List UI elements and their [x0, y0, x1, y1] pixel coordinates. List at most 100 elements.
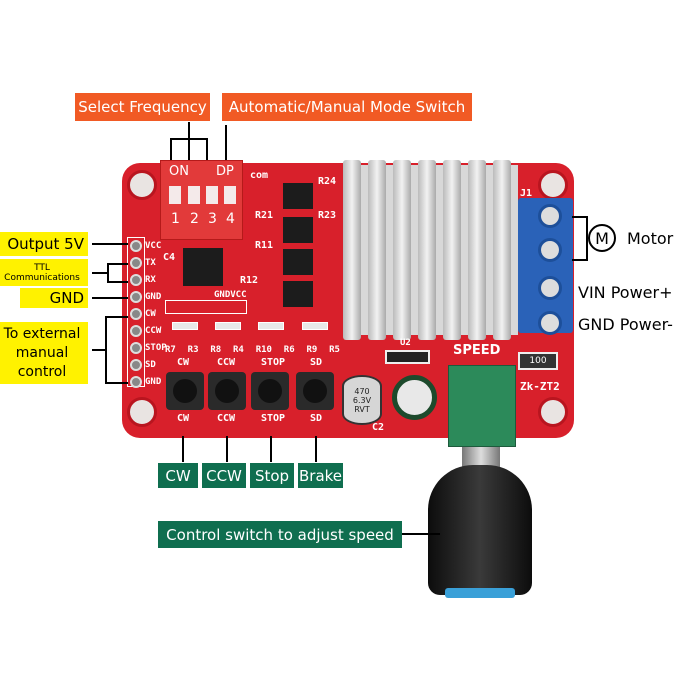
speed-knob[interactable] — [428, 465, 532, 595]
resistor-label: R21 — [255, 210, 274, 221]
speed-label: SPEED — [453, 343, 501, 358]
pin-label: STOP — [145, 343, 167, 353]
shunt-resistor: 100 — [518, 352, 558, 370]
c4-label: C4 — [163, 252, 176, 263]
heatsink-fin — [393, 160, 411, 340]
resistor-label: R5 — [329, 345, 340, 355]
connector-line — [170, 138, 172, 163]
model-label: Zk-ZT2 — [520, 380, 560, 393]
optocoupler — [283, 183, 313, 209]
mode-switch-arrow — [225, 125, 227, 163]
control-switch-label: Control switch to adjust speed — [158, 521, 402, 548]
pin-stop — [130, 342, 142, 354]
ttl-line: Communications — [4, 272, 80, 283]
button-label: CW — [177, 413, 190, 424]
dip-number: 2 — [190, 211, 199, 227]
header-row — [165, 300, 247, 314]
arrow-line — [107, 263, 109, 282]
c2-label: C2 — [372, 422, 385, 433]
capacitor: 470 6.3V RVT — [342, 375, 382, 425]
arrow-line — [105, 382, 128, 384]
shunt-value: 100 — [529, 356, 547, 366]
dip-number: 3 — [208, 211, 217, 227]
dip-switch[interactable]: ON DP 1 2 3 4 — [160, 160, 243, 240]
terminal-screw[interactable] — [538, 311, 562, 335]
arrow-line — [182, 436, 184, 462]
resistor-label: R10 — [255, 345, 272, 355]
ccw-button[interactable] — [208, 372, 246, 410]
arrow-line — [270, 436, 272, 462]
led — [302, 322, 328, 330]
cw-label: CW — [158, 463, 198, 488]
resistor-label: R6 — [283, 345, 295, 355]
cap-text: 470 — [354, 386, 370, 396]
dip-dp-label: DP — [216, 164, 234, 179]
optocoupler — [283, 217, 313, 243]
dip-toggle-3[interactable] — [206, 186, 218, 204]
external-line: control — [17, 363, 67, 380]
resistor-label: R11 — [255, 240, 274, 251]
mounting-hole — [538, 397, 568, 427]
external-line: manual — [15, 344, 69, 361]
stop-label: Stop — [250, 463, 294, 488]
resistor-label: R12 — [240, 275, 259, 286]
heatsink-fin — [418, 160, 436, 340]
mode-switch-label: Automatic/Manual Mode Switch — [222, 93, 472, 121]
dip-toggle-4[interactable] — [224, 186, 236, 204]
dip-number: 1 — [171, 211, 180, 227]
arrow-line — [105, 316, 128, 318]
heatsink-fin — [343, 160, 361, 340]
button-label: CCW — [217, 357, 236, 368]
pin-cw — [130, 308, 142, 320]
gndvcc-label: GNDVCC — [214, 290, 247, 300]
heatsink-fin — [368, 160, 386, 340]
motor-label: Motor — [627, 229, 674, 248]
arrow-line — [92, 272, 108, 274]
speed-potentiometer — [448, 365, 516, 447]
ttl-label: TTL Communications — [0, 259, 88, 286]
terminal-screw[interactable] — [538, 204, 562, 228]
connector-line — [188, 122, 190, 140]
terminal-screw[interactable] — [538, 238, 562, 262]
capacitor-green — [392, 375, 437, 420]
arrow-line — [92, 297, 128, 299]
pin-ccw — [130, 325, 142, 337]
heatsink-fin — [468, 160, 486, 340]
select-frequency-label: Select Frequency — [75, 93, 210, 121]
motor-wire — [572, 259, 587, 261]
dip-number: 4 — [226, 211, 235, 227]
ic-chip — [183, 248, 223, 286]
arrow-line — [92, 349, 106, 351]
connector-line — [188, 138, 190, 163]
button-label: CW — [177, 357, 190, 368]
brake-button[interactable] — [296, 372, 334, 410]
arrow-line — [315, 436, 317, 462]
motor-wire — [586, 216, 588, 261]
mounting-hole — [127, 170, 157, 200]
pin-label: TX — [145, 258, 156, 268]
cap-text: 6.3V — [352, 395, 372, 405]
knob-base — [445, 588, 515, 598]
terminal-screw[interactable] — [538, 276, 562, 300]
arrow-line — [226, 436, 228, 462]
button-label: SD — [310, 357, 323, 368]
pin-gnd-2 — [130, 376, 142, 388]
mounting-hole — [127, 397, 157, 427]
pin-label: SD — [145, 360, 156, 370]
pin-rx — [130, 274, 142, 286]
motor-wire — [572, 216, 587, 218]
pin-label: RX — [145, 275, 156, 285]
cw-button[interactable] — [166, 372, 204, 410]
dip-toggle-2[interactable] — [188, 186, 200, 204]
optocoupler — [283, 249, 313, 275]
resistor-label: R8 — [210, 345, 222, 355]
dip-toggle-1[interactable] — [169, 186, 181, 204]
stop-button[interactable] — [251, 372, 289, 410]
output-5v-label: Output 5V — [0, 232, 88, 256]
heatsink-fin — [493, 160, 511, 340]
pin-label: CW — [145, 309, 156, 319]
diode-u2 — [385, 350, 430, 364]
cap-text: RVT — [354, 404, 370, 414]
external-control-label: To external manual control — [0, 322, 88, 384]
pin-label: CCW — [145, 326, 162, 336]
